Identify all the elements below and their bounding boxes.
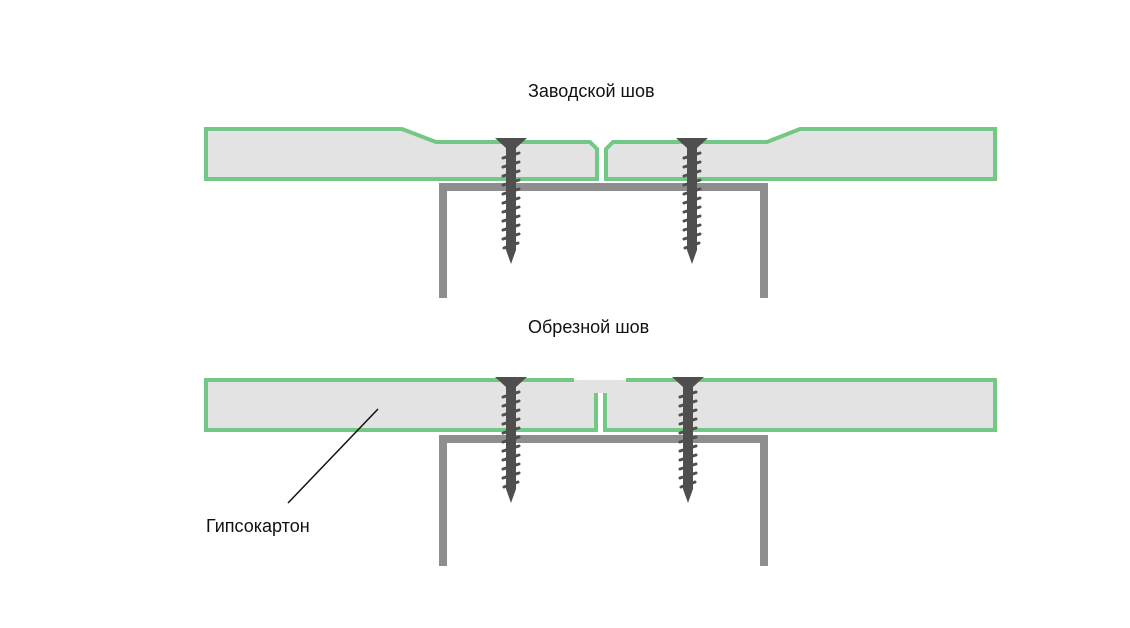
factory-seam-title: Заводской шов (528, 81, 655, 101)
leader-line (287, 408, 379, 504)
drywall-board-bottom-left (206, 380, 596, 430)
drywall-board-top-right (604, 127, 997, 181)
drywall-caption: Гипсокартон (206, 516, 310, 536)
drywall-board-top-left (204, 127, 599, 181)
factory-seam-group (204, 127, 997, 298)
cut-seam-title: Обрезной шов (528, 317, 650, 337)
drywall-board-bottom-right (605, 380, 995, 430)
board-edge-bottom-right (603, 378, 997, 432)
metal-profile-bottom (439, 435, 768, 566)
seam-chamfer (574, 380, 626, 393)
board-edge-bottom-left (204, 378, 598, 432)
metal-profile-top (439, 183, 768, 298)
cut-seam-group (204, 375, 997, 566)
